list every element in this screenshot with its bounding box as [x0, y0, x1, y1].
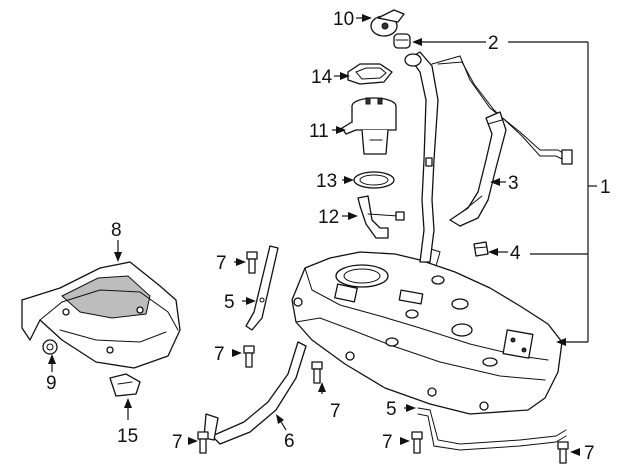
filler-neck	[404, 51, 573, 263]
bolt-d	[197, 431, 209, 454]
callout-9: 9	[46, 373, 57, 394]
callout-8: 8	[111, 220, 122, 241]
bolt-b	[243, 345, 255, 368]
callout-7-a: 7	[216, 253, 227, 274]
lock-ring-assembly	[370, 9, 405, 37]
callout-7-d: 7	[172, 432, 183, 453]
callout-3: 3	[508, 173, 519, 194]
bolt-e	[411, 431, 423, 454]
clip	[109, 373, 141, 397]
callout-5-lower: 5	[386, 399, 397, 420]
callout-12: 12	[318, 207, 339, 228]
callout-labels: 1 2 3 4 5 5 6 7 7 7 7 7 7 8 9 10 11 12 1…	[46, 9, 611, 464]
callout-13: 13	[316, 171, 337, 192]
callout-14: 14	[311, 67, 333, 88]
leader-lines	[48, 14, 597, 456]
bolt-c	[311, 361, 323, 384]
callout-2: 2	[488, 33, 499, 54]
nut	[42, 339, 58, 355]
gasket-ring	[347, 63, 393, 85]
lock-ring	[353, 171, 395, 189]
rear-strap	[417, 407, 567, 451]
callout-7-e: 7	[382, 432, 393, 453]
upper-strap	[245, 245, 279, 331]
callout-6: 6	[284, 431, 295, 452]
fuel-cap	[393, 33, 411, 49]
bolt-a	[246, 251, 258, 274]
callout-11: 11	[309, 121, 329, 142]
callout-7-b: 7	[214, 344, 225, 365]
filler-hose	[449, 111, 507, 227]
callout-15: 15	[117, 426, 138, 447]
callout-5-upper: 5	[224, 292, 235, 313]
callout-7-f: 7	[584, 443, 595, 464]
drain-plug	[473, 241, 489, 257]
heat-shield	[21, 261, 181, 369]
callout-10: 10	[333, 9, 354, 30]
bolt-f	[557, 441, 569, 464]
fuel-tank	[291, 247, 563, 415]
callout-4: 4	[510, 243, 521, 264]
callout-7-c: 7	[330, 401, 341, 422]
fuel-level-sender	[357, 195, 405, 239]
callout-1: 1	[600, 177, 611, 198]
fuel-pump	[341, 97, 397, 155]
